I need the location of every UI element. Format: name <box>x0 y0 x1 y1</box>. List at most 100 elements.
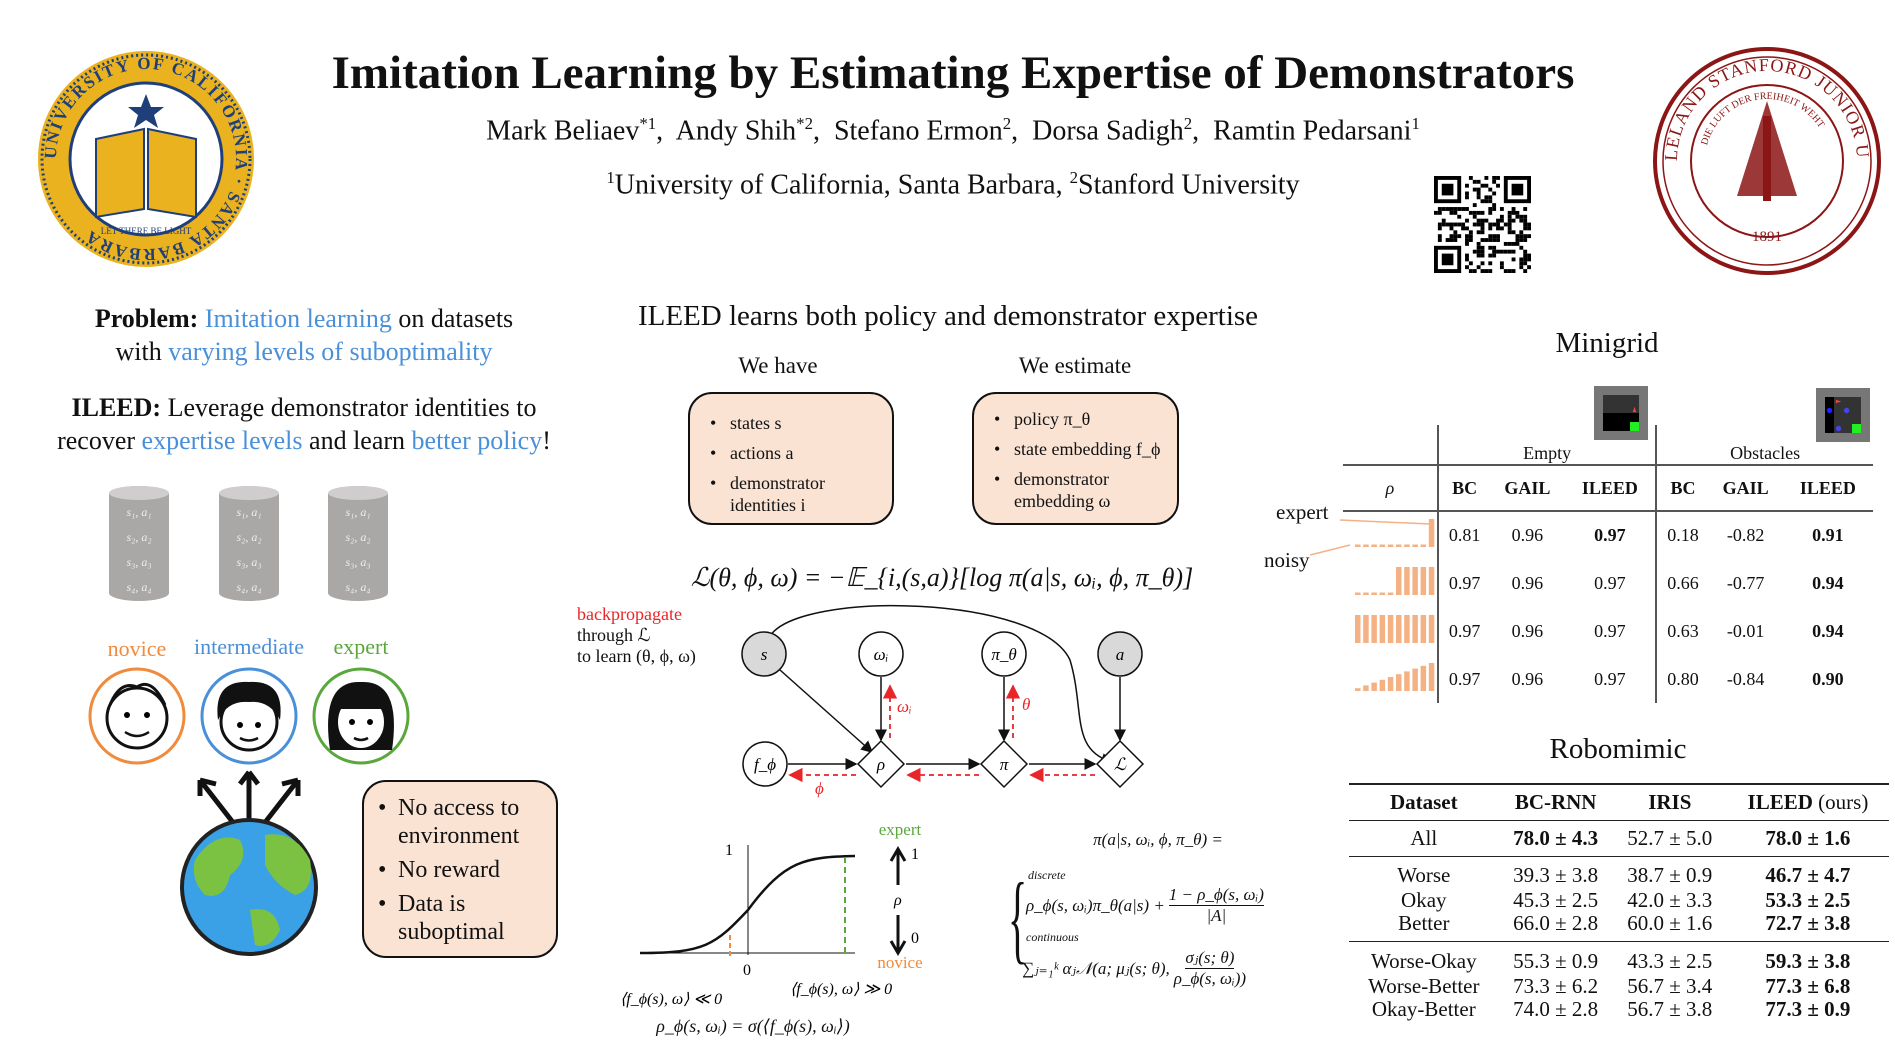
rho-header: ρ <box>1385 477 1395 498</box>
table-cell: 0.97 <box>1594 572 1626 593</box>
column-header: BC <box>1655 465 1709 511</box>
dataset-entry: s₂, a₂ <box>236 530 262 544</box>
svg-text:f_ϕ: f_ϕ <box>754 755 776 774</box>
table-cell: 77.3 ± 0.9 <box>1765 996 1851 1021</box>
rho-bars <box>1355 519 1435 547</box>
author-list: Mark Beliaev*1, Andy Shih*2, Stefano Erm… <box>486 114 1420 147</box>
svg-text:π_θ: π_θ <box>991 645 1016 664</box>
dataset-entry: s₁, a₁ <box>236 505 262 519</box>
table-cell: 55.3 ± 0.9 <box>1513 948 1599 973</box>
rho-bar <box>1379 614 1386 643</box>
table-cell: -0.84 <box>1726 668 1765 689</box>
rho-profile <box>1343 655 1438 703</box>
affil-ucsb: University of California, Santa Barbara, <box>614 169 1063 201</box>
dataset-entry: s₂, a₂ <box>126 530 152 544</box>
rho-bar <box>1379 592 1386 595</box>
author-sup: *2 <box>796 114 813 133</box>
dataset-entry: s₂, a₂ <box>345 530 371 544</box>
rho-bar <box>1428 614 1435 643</box>
problem-statement: Problem: Imitation learning on datasets … <box>95 302 513 368</box>
table-cell: 39.3 ± 3.8 <box>1513 863 1599 888</box>
affil-sup: 2 <box>1069 168 1079 187</box>
node-omega <box>858 631 904 677</box>
tick-label: 1 <box>725 842 733 859</box>
qr-code[interactable] <box>1434 176 1531 273</box>
up-arrow-icon <box>889 846 907 885</box>
column-header: GAIL <box>1722 477 1769 498</box>
numerator: σⱼ(s; θ) <box>1185 948 1235 969</box>
table-cell: -0.01 <box>1726 620 1765 641</box>
rho-bar <box>1404 670 1410 691</box>
dataset-entry: s₃, a₃ <box>345 555 371 569</box>
intermediate-label: intermediate <box>194 634 304 659</box>
column-header: Dataset <box>1389 789 1458 814</box>
expert-axis-label: expert <box>879 820 922 839</box>
rho-bar <box>1379 679 1386 691</box>
svg-text:ρ: ρ <box>876 755 885 774</box>
rho-bar <box>1363 684 1369 691</box>
table-cell: -0.82 <box>1726 525 1765 545</box>
problem-label: Problem: <box>94 304 199 333</box>
rho-bar <box>1420 614 1427 643</box>
node-rho <box>856 739 906 789</box>
dataset-entry: s₄, a₄ <box>236 580 262 594</box>
rho-bar <box>1412 614 1418 643</box>
column-header: ILEED <box>1799 477 1856 498</box>
text: Leverage demonstrator identities to <box>167 393 537 422</box>
rho-bar <box>1363 544 1369 547</box>
rho-bar <box>1428 662 1435 691</box>
sigmoid-plot: 1 0 expert novice ρ 1 0 ⟨f_ϕ(s), ω⟩ ≪ 0 … <box>620 820 923 1008</box>
affiliations: 1University of California, Santa Barbara… <box>606 168 1299 201</box>
dataset-entry: s₄, a₄ <box>345 580 371 594</box>
table-cell: 78.0 ± 1.6 <box>1765 825 1851 850</box>
table-cell: 0.97 <box>1594 668 1626 689</box>
table-cell: 73.3 ± 6.2 <box>1513 973 1599 998</box>
estimate-item: policy π_θ <box>992 408 1167 430</box>
table-cell: 60.0 ± 1.6 <box>1627 911 1713 935</box>
dataset-cell: Worse <box>1397 863 1451 888</box>
affil-sup: 1 <box>606 168 615 187</box>
robomimic-title: Robomimic <box>1549 733 1687 765</box>
table-cell: 43.3 ± 2.5 <box>1627 948 1713 973</box>
table-cell: 78.0 ± 4.3 <box>1513 825 1599 850</box>
node-f <box>742 741 788 787</box>
dataset-entry: s₁, a₁ <box>345 505 371 519</box>
stanford-seal-logo: LELAND STANFORD JUNIOR UNIVERSITY DIE LU… <box>1652 46 1881 275</box>
node-pi-theta <box>981 631 1027 677</box>
intermediate-face-icon <box>200 667 298 765</box>
rho-bar <box>1396 673 1402 691</box>
node-a <box>1097 631 1143 677</box>
rho-bar <box>1404 614 1410 643</box>
text: recover <box>57 426 136 455</box>
svg-text:ℒ: ℒ <box>1114 755 1127 774</box>
dataset-entry: s₁, a₁ <box>126 505 152 519</box>
dataset-entry: s₄, a₄ <box>126 580 152 594</box>
rho-bar <box>1396 544 1402 547</box>
discrete-expr: ρ_ϕ(s, ωᵢ)π_θ(a|s) + 1 − ρ_ϕ(s, ωᵢ)|A| <box>1026 885 1264 926</box>
rho-bar <box>1396 614 1402 643</box>
svg-text:π: π <box>1000 755 1009 774</box>
author-sup: 1 <box>1411 114 1420 133</box>
earth-icon <box>180 818 318 956</box>
computation-graph: ωᵢ θ ϕ s ωᵢ π_θ a f_ϕ ρ π ℒ <box>741 604 1145 798</box>
author: Stefano Ermon <box>833 115 1003 147</box>
column-header: IRIS <box>1648 789 1692 814</box>
table-cell: -0.77 <box>1726 572 1765 593</box>
arrows-up-icon <box>197 770 301 827</box>
rho-bar <box>1371 614 1377 643</box>
author: Ramtin Pedarsani <box>1213 115 1412 147</box>
table-cell: 56.7 ± 3.8 <box>1627 996 1713 1021</box>
column-header: ILEED (ours) <box>1747 789 1869 814</box>
rho-bars <box>1355 662 1435 691</box>
tick-label: 0 <box>743 962 751 979</box>
table-cell: 0.97 <box>1436 559 1491 607</box>
rho-profile <box>1343 511 1438 559</box>
table-cell: 0.96 <box>1511 620 1544 641</box>
table-cell: 0.90 <box>1812 668 1844 689</box>
rho-one: 1 <box>911 846 919 863</box>
